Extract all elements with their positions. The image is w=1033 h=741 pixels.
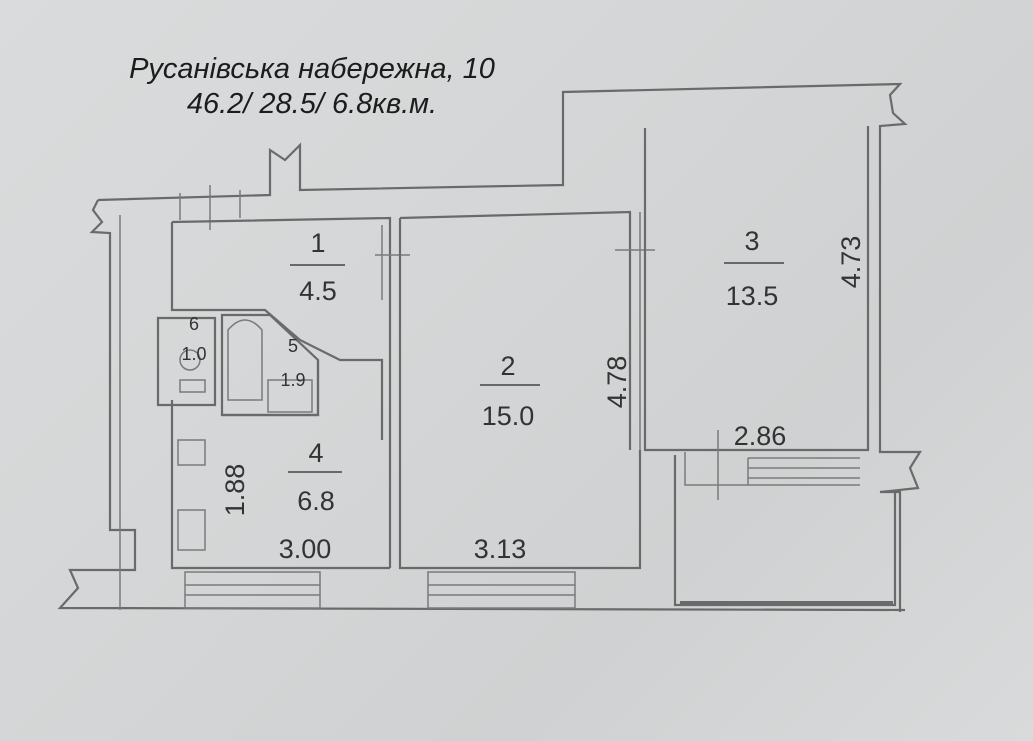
room-6-area: 1.0 bbox=[181, 344, 206, 364]
kitchen-walls bbox=[156, 313, 390, 570]
room-4-number: 4 bbox=[308, 438, 323, 468]
room-2-number: 2 bbox=[500, 351, 515, 381]
room3-width-dimension: 2.86 bbox=[734, 421, 787, 451]
room-hallway bbox=[170, 216, 410, 568]
kitchen-depth-dimension: 1.88 bbox=[220, 464, 250, 517]
room-labels: 1 4.5 2 15.0 3 13.5 4 6.8 5 1.9 6 1.0 bbox=[181, 226, 784, 516]
room-4-area: 6.8 bbox=[297, 486, 335, 516]
dimension-labels: 3.00 3.13 2.86 1.88 4.78 4.73 bbox=[220, 236, 866, 564]
room-3-number: 3 bbox=[744, 226, 759, 256]
room-5-number: 5 bbox=[288, 336, 298, 356]
room-5-area: 1.9 bbox=[280, 370, 305, 390]
room-1-number: 1 bbox=[310, 228, 325, 258]
room-2-walls bbox=[398, 210, 655, 570]
room-3-area: 13.5 bbox=[726, 281, 779, 311]
sink-icon bbox=[177, 439, 206, 466]
windows bbox=[184, 571, 576, 609]
room2-width-dimension: 3.13 bbox=[474, 534, 527, 564]
toilet-room bbox=[156, 316, 217, 407]
area-summary: 46.2/ 28.5/ 6.8кв.м. bbox=[186, 88, 438, 121]
address-label: Русанівська набережна, 10 bbox=[129, 53, 495, 85]
room-2-area: 15.0 bbox=[482, 401, 535, 431]
stove-icon bbox=[177, 509, 206, 551]
bathtub-icon bbox=[227, 319, 263, 401]
page-title: Русанівська набережна, 10 46.2/ 28.5/ 6.… bbox=[72, 52, 552, 123]
bath-room bbox=[220, 313, 320, 417]
room2-length-dimension: 4.78 bbox=[602, 356, 632, 409]
toilet-icon bbox=[179, 349, 201, 371]
room-3-walls bbox=[643, 126, 870, 500]
room-6-number: 6 bbox=[189, 314, 199, 334]
room-1-area: 4.5 bbox=[299, 276, 337, 306]
kitchen-width-dimension: 3.00 bbox=[279, 534, 332, 564]
balcony bbox=[673, 452, 897, 607]
outer-walls bbox=[57, 82, 922, 612]
room3-length-dimension: 4.73 bbox=[836, 236, 866, 289]
